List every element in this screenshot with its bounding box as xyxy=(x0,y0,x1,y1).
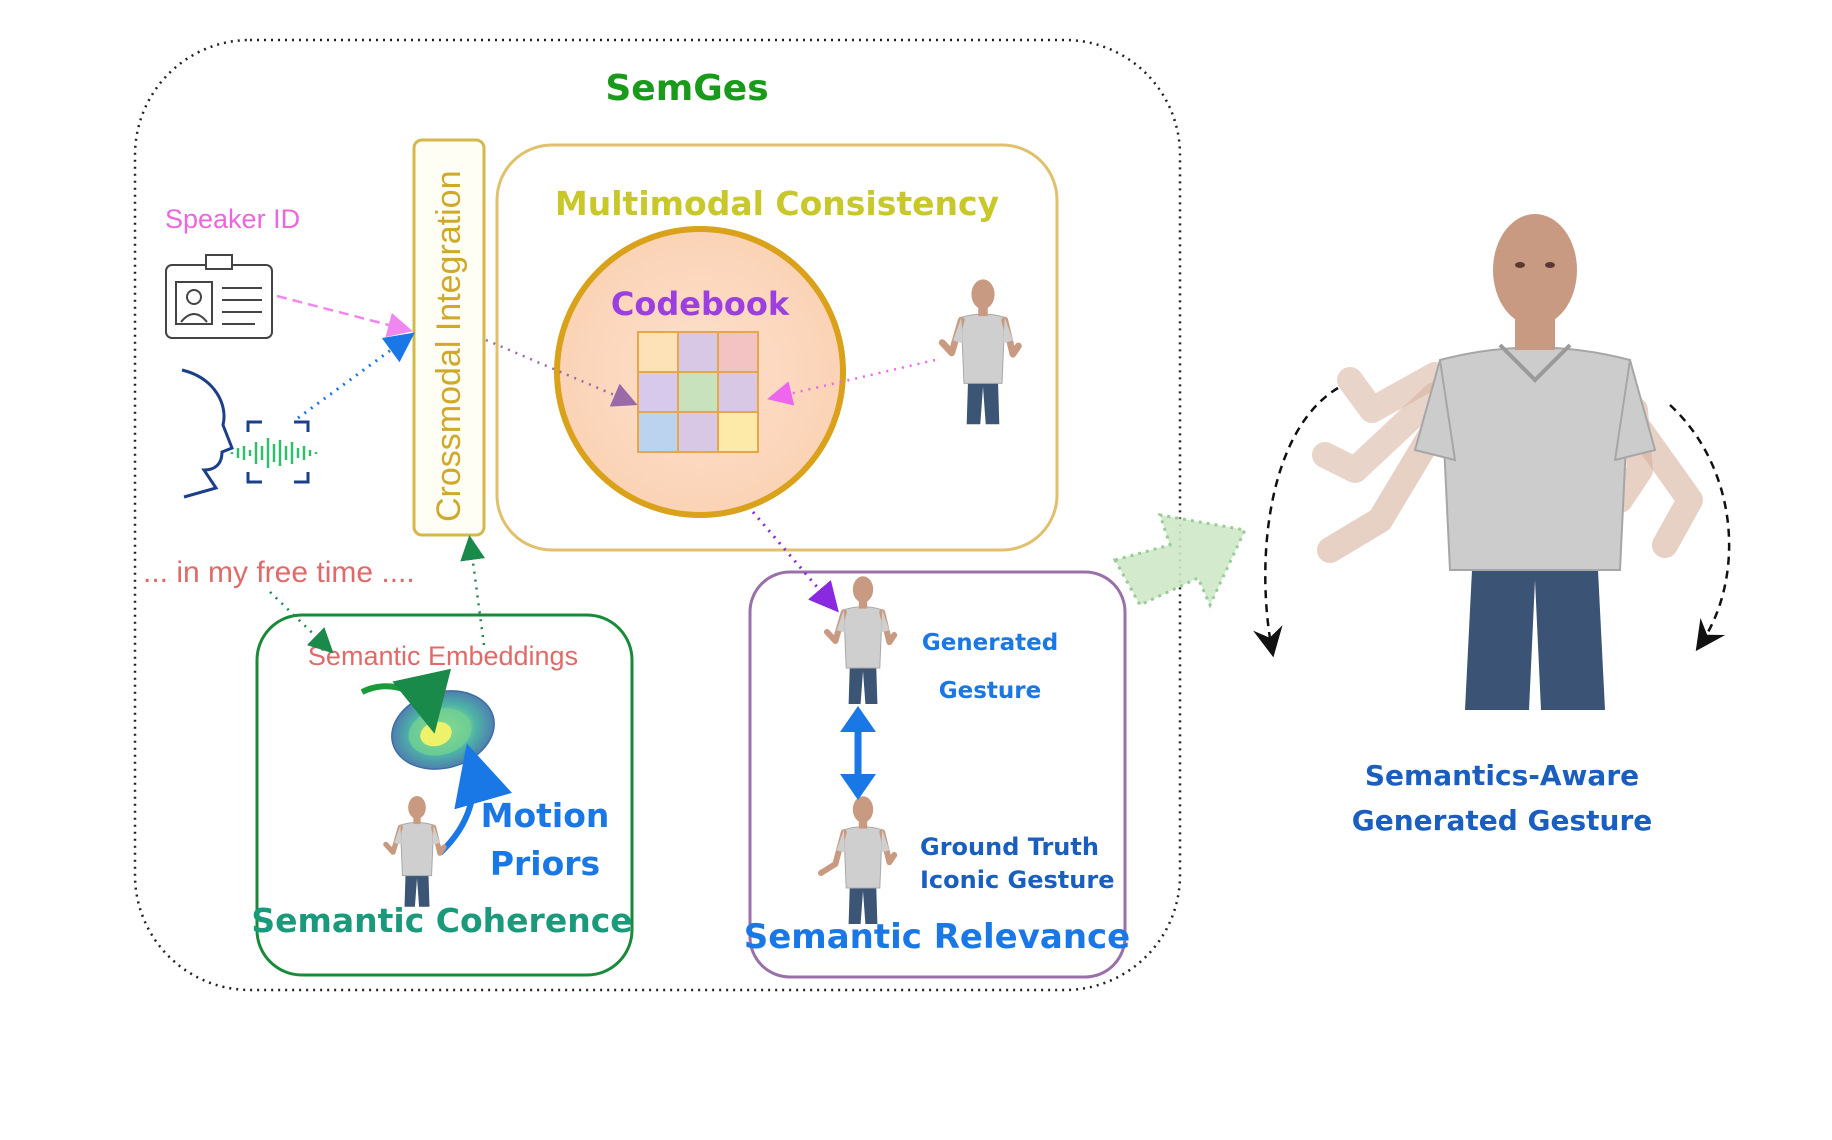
multimodal-consistency-title: Multimodal Consistency xyxy=(555,184,999,223)
motion-priors-arrow xyxy=(437,743,513,856)
multimodal-consistency-box xyxy=(495,143,1059,552)
output-label-line2: Generated Gesture xyxy=(1352,804,1653,837)
codebook-cell xyxy=(717,331,759,373)
crossmodal-integration-label: Crossmodal Integration xyxy=(430,170,468,522)
generated-gesture-line1: Generated xyxy=(922,630,1058,656)
audio-wave-icon xyxy=(230,420,318,484)
audio-to-crossmodal-arrow xyxy=(297,332,415,420)
output-label-line1: Semantics-Aware xyxy=(1365,759,1639,792)
codebook-cell xyxy=(637,411,679,453)
speaker-id-label: Speaker ID xyxy=(165,204,300,234)
embedding-space-icon xyxy=(391,690,495,770)
semantic-coherence-title: Semantic Coherence xyxy=(251,901,632,940)
semges-title: SemGes xyxy=(605,68,768,109)
codebook-cell xyxy=(717,371,759,413)
speaking-head-icon xyxy=(181,368,234,499)
semantic-relevance-title: Semantic Relevance xyxy=(744,917,1131,957)
swing-arrow-right xyxy=(1669,404,1731,652)
codebook-cell xyxy=(637,331,679,373)
generated-gesture-line2: Gesture xyxy=(939,678,1041,704)
avatar-figure-generated xyxy=(824,576,898,704)
ground-truth-line2: Iconic Gesture xyxy=(920,866,1114,894)
speaker-to-crossmodal-arrow xyxy=(276,294,413,338)
codebook-to-generated-arrow xyxy=(751,511,839,613)
semantic-embeddings-label: Semantic Embeddings xyxy=(308,641,578,671)
codebook-cell xyxy=(677,411,719,453)
id-card-icon xyxy=(165,254,273,339)
text-snippet: ... in my free time .... xyxy=(143,556,415,589)
avatar-figure-multimodal xyxy=(938,279,1022,425)
embedding-green-arrow xyxy=(360,668,451,734)
output-avatar-figure xyxy=(1312,214,1703,710)
codebook-grid xyxy=(637,331,759,453)
embeddings-to-crossmodal-arrow xyxy=(460,535,486,646)
motion-priors-line2: Priors xyxy=(490,844,600,883)
codebook-cell xyxy=(717,411,759,453)
semges-boundary xyxy=(133,38,1182,992)
motion-priors-line1: Motion xyxy=(481,796,610,835)
ground-truth-line1: Ground Truth xyxy=(920,833,1099,861)
codebook-cell xyxy=(677,331,719,373)
semantic-coherence-box xyxy=(255,613,634,977)
codebook-label: Codebook xyxy=(611,285,790,323)
codebook-cell xyxy=(637,371,679,413)
semantic-relevance-box xyxy=(748,570,1127,979)
codebook-cell xyxy=(677,371,719,413)
avatar-figure-coherence xyxy=(383,796,447,907)
text-to-embeddings-arrow xyxy=(269,591,334,654)
avatar-figure-ground-truth xyxy=(818,796,898,924)
swing-arrow-left xyxy=(1253,386,1339,658)
compare-double-arrow xyxy=(840,706,876,800)
output-arrow xyxy=(1112,513,1248,609)
